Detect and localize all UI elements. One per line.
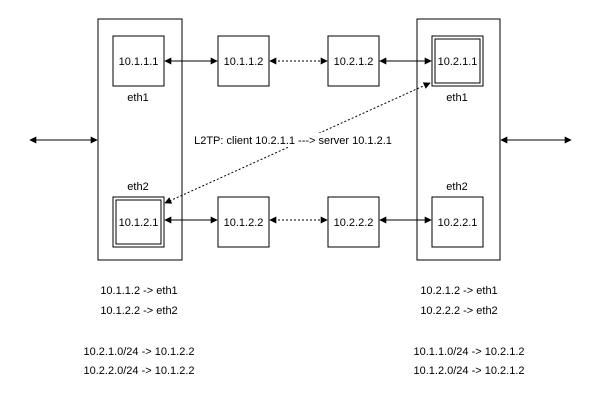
- router-top-right[interactable]: 10.2.1.2: [327, 35, 380, 87]
- tunnel-label: L2TP: client 10.2.1.1 ---> server 10.1.2…: [194, 135, 392, 147]
- right-eth2-interface[interactable]: 10.2.2.1: [431, 196, 484, 248]
- router-bottom-left[interactable]: 10.1.2.2: [217, 196, 270, 248]
- router-bottom-right-ip: 10.2.2.2: [334, 217, 374, 229]
- right-eth1-name: eth1: [446, 92, 467, 104]
- router-bottom-right[interactable]: 10.2.2.2: [327, 196, 380, 248]
- left-route: 10.1.1.2 -> eth1: [100, 285, 177, 297]
- left-eth1-ip: 10.1.1.1: [119, 56, 159, 68]
- router-top-left[interactable]: 10.1.1.2: [217, 35, 270, 87]
- right-route: 10.1.2.0/24 -> 10.2.1.2: [413, 365, 524, 377]
- left-route-table: 10.1.1.2 -> eth1 10.1.2.2 -> eth2 10.2.1…: [83, 285, 194, 377]
- left-eth1-interface[interactable]: 10.1.1.1: [112, 35, 165, 87]
- right-eth1-interface[interactable]: 10.2.1.1: [431, 35, 484, 87]
- right-route-table: 10.2.1.2 -> eth1 10.2.2.2 -> eth2 10.1.1…: [413, 285, 524, 377]
- right-eth2-ip: 10.2.2.1: [438, 217, 478, 229]
- left-eth1-name: eth1: [127, 92, 148, 104]
- left-eth2-ip: 10.1.2.1: [119, 217, 159, 229]
- left-route: 10.1.2.2 -> eth2: [100, 305, 177, 317]
- left-eth2-name: eth2: [127, 181, 148, 193]
- right-route: 10.2.2.2 -> eth2: [420, 305, 497, 317]
- left-route: 10.2.1.0/24 -> 10.1.2.2: [83, 346, 194, 358]
- right-eth1-ip: 10.2.1.1: [438, 56, 478, 68]
- right-route: 10.2.1.2 -> eth1: [420, 285, 497, 297]
- right-route: 10.1.1.0/24 -> 10.2.1.2: [413, 346, 524, 358]
- left-route: 10.2.2.0/24 -> 10.1.2.2: [83, 365, 194, 377]
- router-top-right-ip: 10.2.1.2: [334, 56, 374, 68]
- tunnel-label-bg: [184, 133, 402, 147]
- right-eth2-name: eth2: [446, 181, 467, 193]
- left-eth2-interface[interactable]: 10.1.2.1: [112, 196, 165, 248]
- router-bottom-left-ip: 10.1.2.2: [224, 217, 264, 229]
- router-top-left-ip: 10.1.1.2: [224, 56, 264, 68]
